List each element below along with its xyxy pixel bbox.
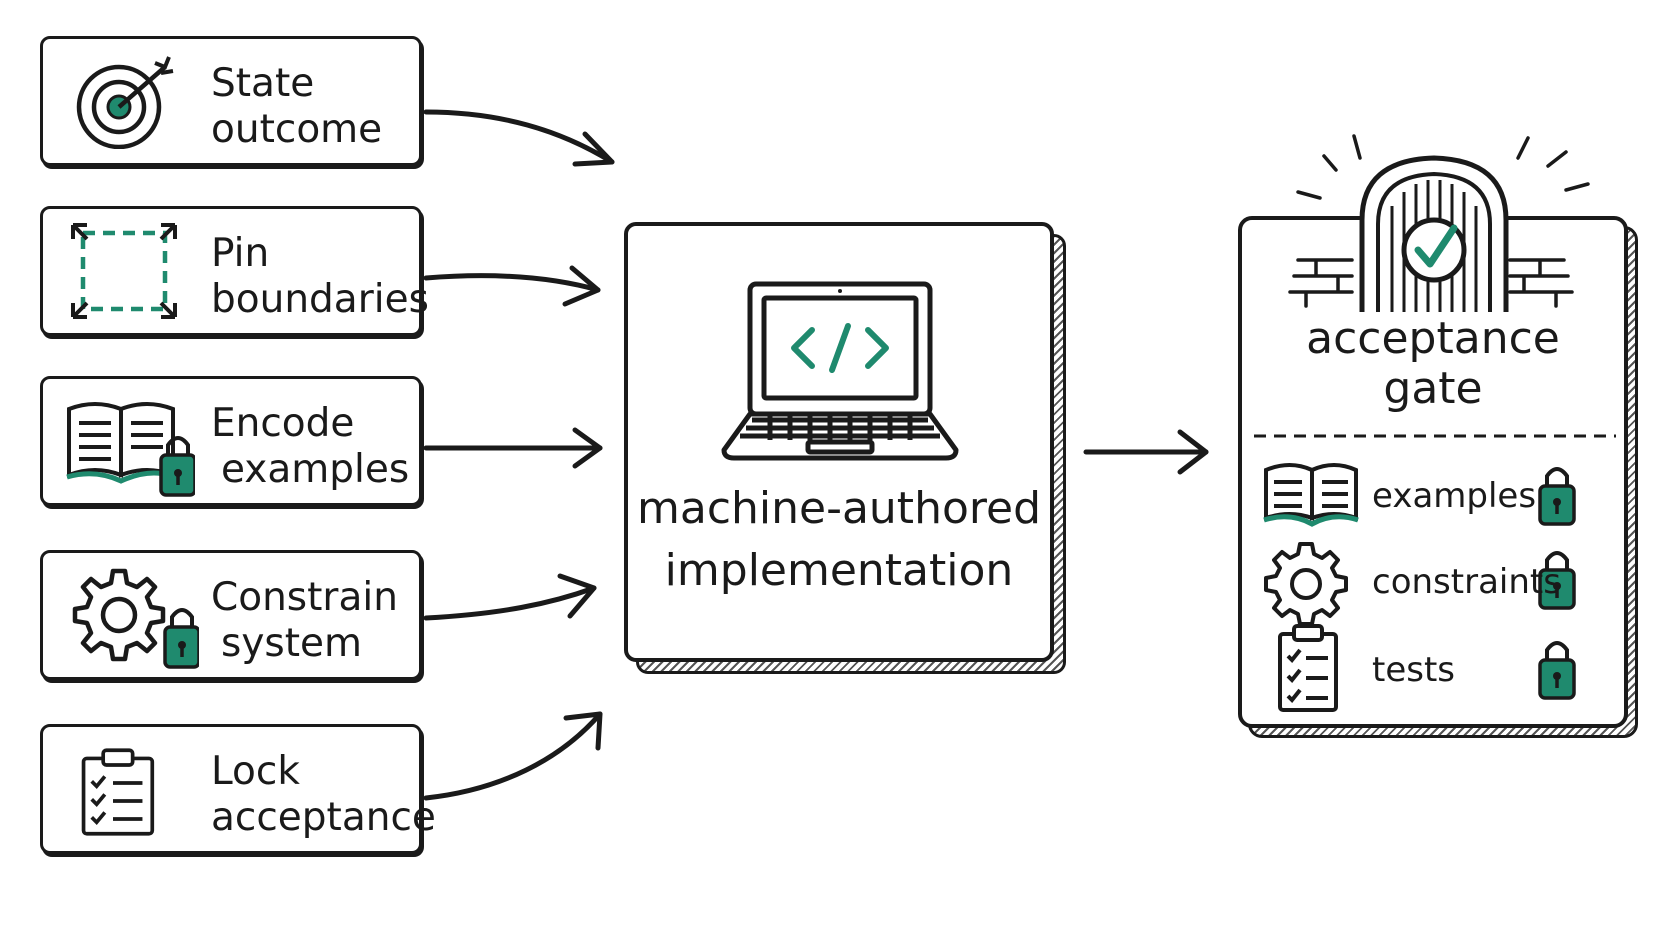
- arrow-constrain-system: [423, 585, 597, 621]
- gate-row-examples: examples: [1372, 476, 1537, 516]
- step-label-line1: State: [211, 61, 315, 106]
- arrow-lock-acceptance: [423, 711, 603, 801]
- step-label-line1: Pin: [211, 231, 270, 276]
- step-label-line2: boundaries: [211, 277, 429, 322]
- gate-row-constraints: constraints: [1372, 562, 1561, 602]
- step-label-line2: outcome: [211, 107, 383, 152]
- target-icon: [76, 56, 174, 149]
- arrow-head-3: [572, 427, 603, 469]
- gate-row-tests: tests: [1372, 650, 1456, 690]
- step-label-line2: examples: [221, 447, 410, 492]
- step-encode-examples: Encode examples: [40, 376, 422, 506]
- step-pin-boundaries: Pin boundaries: [40, 206, 429, 336]
- gate-title-line1: acceptance: [1306, 313, 1560, 364]
- implementation-label-line1: machine-authored: [637, 483, 1041, 534]
- arrow-head-2: [562, 265, 601, 307]
- arrow-pin-boundaries: [423, 273, 601, 293]
- step-constrain-system: Constrain system: [40, 550, 422, 680]
- step-lock-acceptance: Lock acceptance: [40, 724, 436, 854]
- step-label-line1: Constrain: [211, 575, 398, 620]
- arrow-state-outcome: [423, 109, 615, 165]
- step-label-line2: system: [221, 621, 362, 666]
- arrow-head-5: [563, 711, 603, 751]
- step-label-line2: acceptance: [211, 795, 436, 840]
- dashed-box-icon: [71, 223, 177, 319]
- gate-title-line2: gate: [1383, 363, 1483, 414]
- arrow-head-4: [557, 573, 597, 619]
- step-label-line1: Lock: [211, 749, 300, 794]
- arrow-head-1: [572, 131, 615, 167]
- step-label-line1: Encode: [211, 401, 355, 446]
- book-lock-icon: [66, 402, 195, 497]
- clipboard-icon: [81, 748, 155, 836]
- arrow-head-6: [1177, 429, 1209, 475]
- implementation-label-line2: implementation: [664, 545, 1014, 596]
- gear-lock-icon: [72, 568, 199, 669]
- step-state-outcome: State outcome: [40, 36, 422, 166]
